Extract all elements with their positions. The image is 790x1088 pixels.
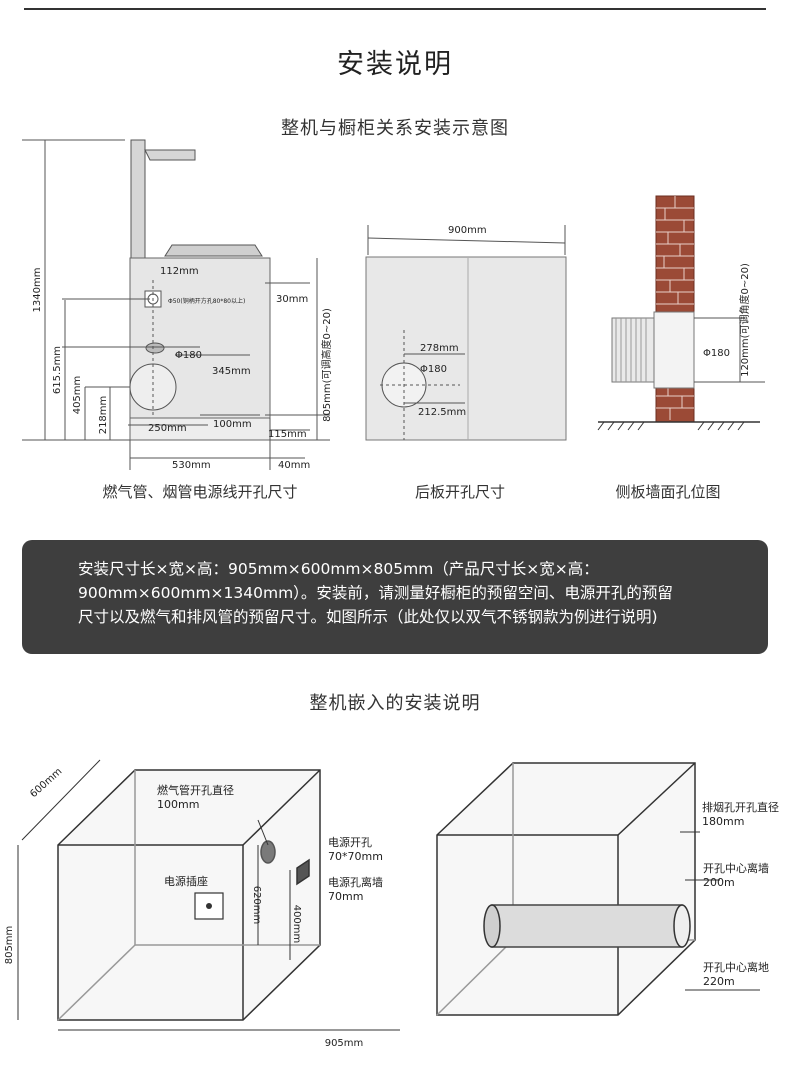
note-line-2: 900mm×600mm×1340mm）。安装前，请测量好橱柜的预留空间、电源开孔… [78, 584, 673, 602]
center-wall-value: 200m [703, 876, 735, 889]
dim-218: 218mm [98, 396, 109, 435]
note-line-1: 安装尺寸长×宽×高：905mm×600mm×805mm（产品尺寸长×宽×高： [78, 560, 599, 578]
dim-112: 112mm [160, 266, 199, 277]
box-dim-905: 905mm [325, 1038, 364, 1049]
diagram1-cabinet-drawing [22, 139, 330, 470]
exhaust-value: 180mm [702, 815, 744, 828]
box-dim-400: 400mm [291, 905, 302, 944]
power-wall-label: 电源孔离墙 [328, 875, 383, 889]
center-floor-label: 开孔中心离地 [703, 960, 769, 974]
box-left-drawing [17, 759, 400, 1031]
box-right-drawing [436, 762, 760, 1016]
gas-hole-label: 燃气管开孔直径 [157, 783, 234, 797]
dim-278: 278mm [420, 343, 459, 354]
exhaust-label: 排烟孔开孔直径 [702, 800, 779, 814]
dim-345: 345mm [212, 366, 251, 377]
section1-title: 整机与橱柜关系安装示意图 [281, 118, 509, 139]
dim-phi180-1: Φ180 [175, 350, 202, 361]
dim-615: 615.5mm [52, 346, 63, 394]
gas-hole-value: 100mm [157, 798, 199, 811]
center-wall-label: 开孔中心离墙 [703, 861, 769, 875]
hole-50-note: Φ50(铜柄开方孔80*80以上) [168, 297, 245, 305]
section2-title: 整机嵌入的安装说明 [309, 693, 481, 714]
dim-115: 115mm [268, 429, 307, 440]
dim-30: 30mm [276, 294, 308, 305]
box-dim-805: 805mm [4, 926, 15, 965]
box-dim-600: 600mm [28, 766, 64, 800]
dim-212: 212.5mm [418, 407, 466, 418]
dim-120: 120mm(可调角度0~20) [738, 263, 751, 377]
dim-phi180-3: Φ180 [703, 348, 730, 359]
diagram2-back-panel-drawing [365, 225, 567, 441]
dim-900: 900mm [448, 225, 487, 236]
center-floor-value: 220m [703, 975, 735, 988]
diagram1-caption: 燃气管、烟管电源线开孔尺寸 [102, 483, 298, 501]
power-wall-value: 70mm [328, 890, 363, 903]
dim-405: 405mm [72, 376, 83, 415]
power-hole-value: 70*70mm [328, 850, 383, 863]
dim-1340: 1340mm [32, 268, 43, 313]
diagram3-brick-wall-drawing [597, 195, 765, 431]
dim-805: 805mm(可调高度0~20) [320, 308, 333, 422]
dim-530: 530mm [172, 460, 211, 471]
dim-40: 40mm [278, 460, 310, 471]
top-divider [24, 8, 766, 10]
installation-note: 安装尺寸长×宽×高：905mm×600mm×805mm（产品尺寸长×宽×高： 9… [22, 540, 768, 654]
dim-100: 100mm [213, 419, 252, 430]
socket-label: 电源插座 [164, 874, 208, 888]
note-line-3: 尺寸以及燃气和排风管的预留尺寸。如图所示（此处仅以双气不锈钢款为例进行说明) [78, 608, 658, 626]
box-dim-620: 620mm [251, 886, 262, 925]
power-hole-label: 电源开孔 [328, 835, 372, 849]
diagram3-caption: 侧板墙面孔位图 [615, 483, 721, 501]
dim-phi180-2: Φ180 [420, 364, 447, 375]
dim-250: 250mm [148, 423, 187, 434]
page-title: 安装说明 [337, 49, 453, 80]
diagram2-caption: 后板开孔尺寸 [414, 483, 505, 501]
